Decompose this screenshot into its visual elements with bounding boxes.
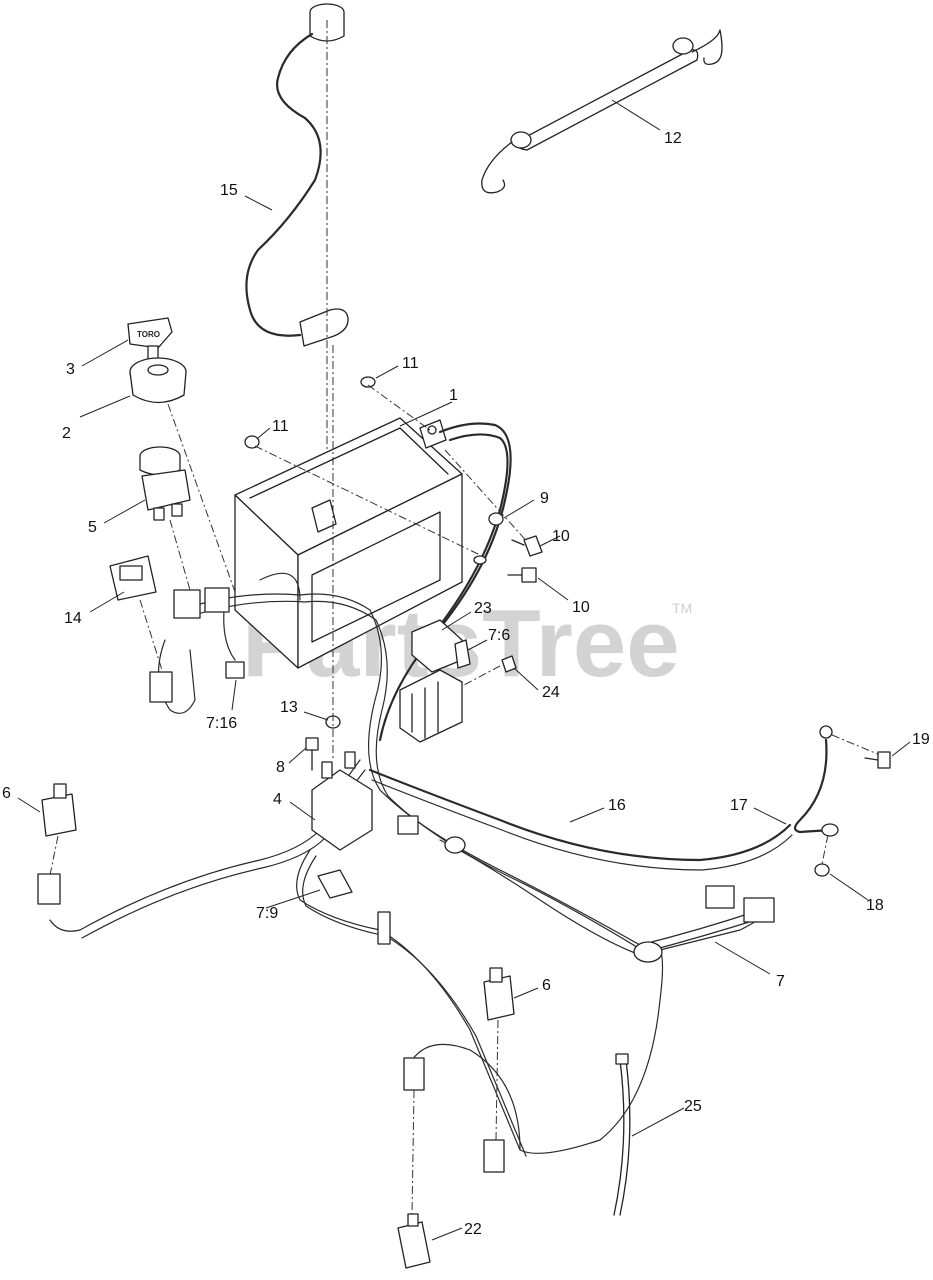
ignition-switch-part-2[interactable]: [129, 357, 187, 404]
connector-part-7-16[interactable]: [225, 661, 245, 679]
dash-11b: [254, 445, 481, 556]
callout-7-9: 7:9: [256, 905, 278, 922]
callout-10a: 10: [552, 528, 570, 545]
harness-connector-7: [743, 897, 775, 923]
cable-tie-head: [615, 1053, 629, 1065]
callout-7: 7: [776, 973, 785, 990]
pto-switch-part-5[interactable]: [139, 446, 191, 521]
harness-connector-14: [149, 671, 173, 703]
callout-16: 16: [608, 797, 626, 814]
dash-22: [411, 1089, 415, 1216]
wire-part-16[interactable]: [368, 768, 792, 862]
switch-part-6b[interactable]: [483, 967, 515, 1021]
dash-6a: [49, 835, 59, 876]
callout-2: 2: [62, 425, 71, 442]
fuse-part-7-6[interactable]: [454, 639, 471, 669]
callout-6a: 6: [2, 785, 11, 802]
callout-14: 14: [64, 610, 82, 627]
cable-tie-part-25[interactable]: [613, 1059, 625, 1216]
harness-clamp-right: [633, 941, 663, 963]
callout-11a: 11: [402, 355, 419, 372]
key-tag-text: TORO: [137, 330, 160, 339]
harness-clamp-mid: [444, 836, 466, 854]
callout-15: 15: [220, 182, 238, 199]
callout-24: 24: [542, 684, 560, 701]
washer-part-10b[interactable]: [473, 555, 487, 565]
dash-11a: [367, 384, 431, 431]
ignition-key-part-3[interactable]: TORO: [127, 317, 173, 363]
harness-clamp-left: [377, 911, 391, 945]
ground-cable-part-17[interactable]: [793, 725, 839, 837]
callout-19: 19: [912, 731, 930, 748]
solenoid-part-4[interactable]: [311, 751, 373, 851]
bolt-part-10a[interactable]: [511, 535, 543, 557]
bolt-part-19[interactable]: [864, 751, 891, 769]
callout-11b: 11: [272, 418, 289, 435]
harness-connector-2: [204, 587, 230, 613]
callout-18: 18: [866, 897, 884, 914]
callout-8: 8: [276, 759, 285, 776]
switch-part-6a[interactable]: [41, 783, 77, 837]
hour-meter-part-14[interactable]: [109, 555, 157, 601]
callout-13: 13: [280, 699, 298, 716]
wire-part-16b: [371, 779, 793, 871]
callout-5: 5: [88, 519, 97, 536]
callout-1: 1: [449, 387, 458, 404]
callout-22: 22: [464, 1221, 482, 1238]
battery-cable-part-15[interactable]: [245, 3, 349, 347]
battery-part-1[interactable]: [234, 417, 463, 669]
dash-17-18: [821, 834, 829, 865]
callout-17: 17: [730, 797, 748, 814]
switch-connector-6a: [37, 873, 61, 905]
watermark-trademark: TM: [672, 600, 692, 616]
dash-14-connector: [139, 599, 163, 671]
harness-connector-16: [705, 885, 735, 909]
callout-10b: 10: [572, 599, 590, 616]
connector-part-7-9[interactable]: [317, 869, 353, 899]
callout-23: 23: [474, 600, 492, 617]
switch-connector-6b: [483, 1139, 505, 1173]
dash-9-10: [444, 449, 531, 546]
dash-2-harness: [167, 403, 246, 621]
washer-part-9[interactable]: [488, 512, 504, 526]
fuse-block[interactable]: [399, 669, 463, 743]
cable-tie-part-25b: [619, 1059, 631, 1216]
callout-3: 3: [66, 361, 75, 378]
callout-9: 9: [540, 490, 549, 507]
callout-6b: 6: [542, 977, 551, 994]
callout-4: 4: [273, 791, 282, 808]
dash-17-19: [831, 734, 881, 756]
connector-22-plug: [403, 1057, 425, 1091]
callout-12: 12: [664, 130, 682, 147]
callout-7-16: 7:16: [206, 715, 237, 732]
harness-connector-5: [173, 589, 201, 619]
leader-lines: [17, 99, 911, 1241]
callout-25: 25: [684, 1098, 702, 1115]
screw-part-24[interactable]: [461, 655, 517, 687]
callouts: 1 2 3 4 5 6 6 7 7:6 7:9 7:16 8 9 10 10 1…: [2, 130, 930, 1238]
switch-part-22[interactable]: [397, 1213, 431, 1269]
nut-part-18[interactable]: [814, 863, 830, 877]
dash-5-harness: [169, 519, 191, 591]
nut-part-11b[interactable]: [244, 435, 260, 449]
bolt-part-8[interactable]: [305, 737, 319, 771]
callout-7-6: 7:6: [488, 627, 510, 644]
bolt-part-10b[interactable]: [507, 567, 537, 583]
harness-connector-mid: [397, 815, 419, 835]
battery-strap-part-12[interactable]: [481, 29, 723, 194]
nut-part-11a[interactable]: [360, 376, 376, 388]
dash-6b: [495, 1019, 499, 1141]
positive-cable-2: [418, 433, 509, 652]
